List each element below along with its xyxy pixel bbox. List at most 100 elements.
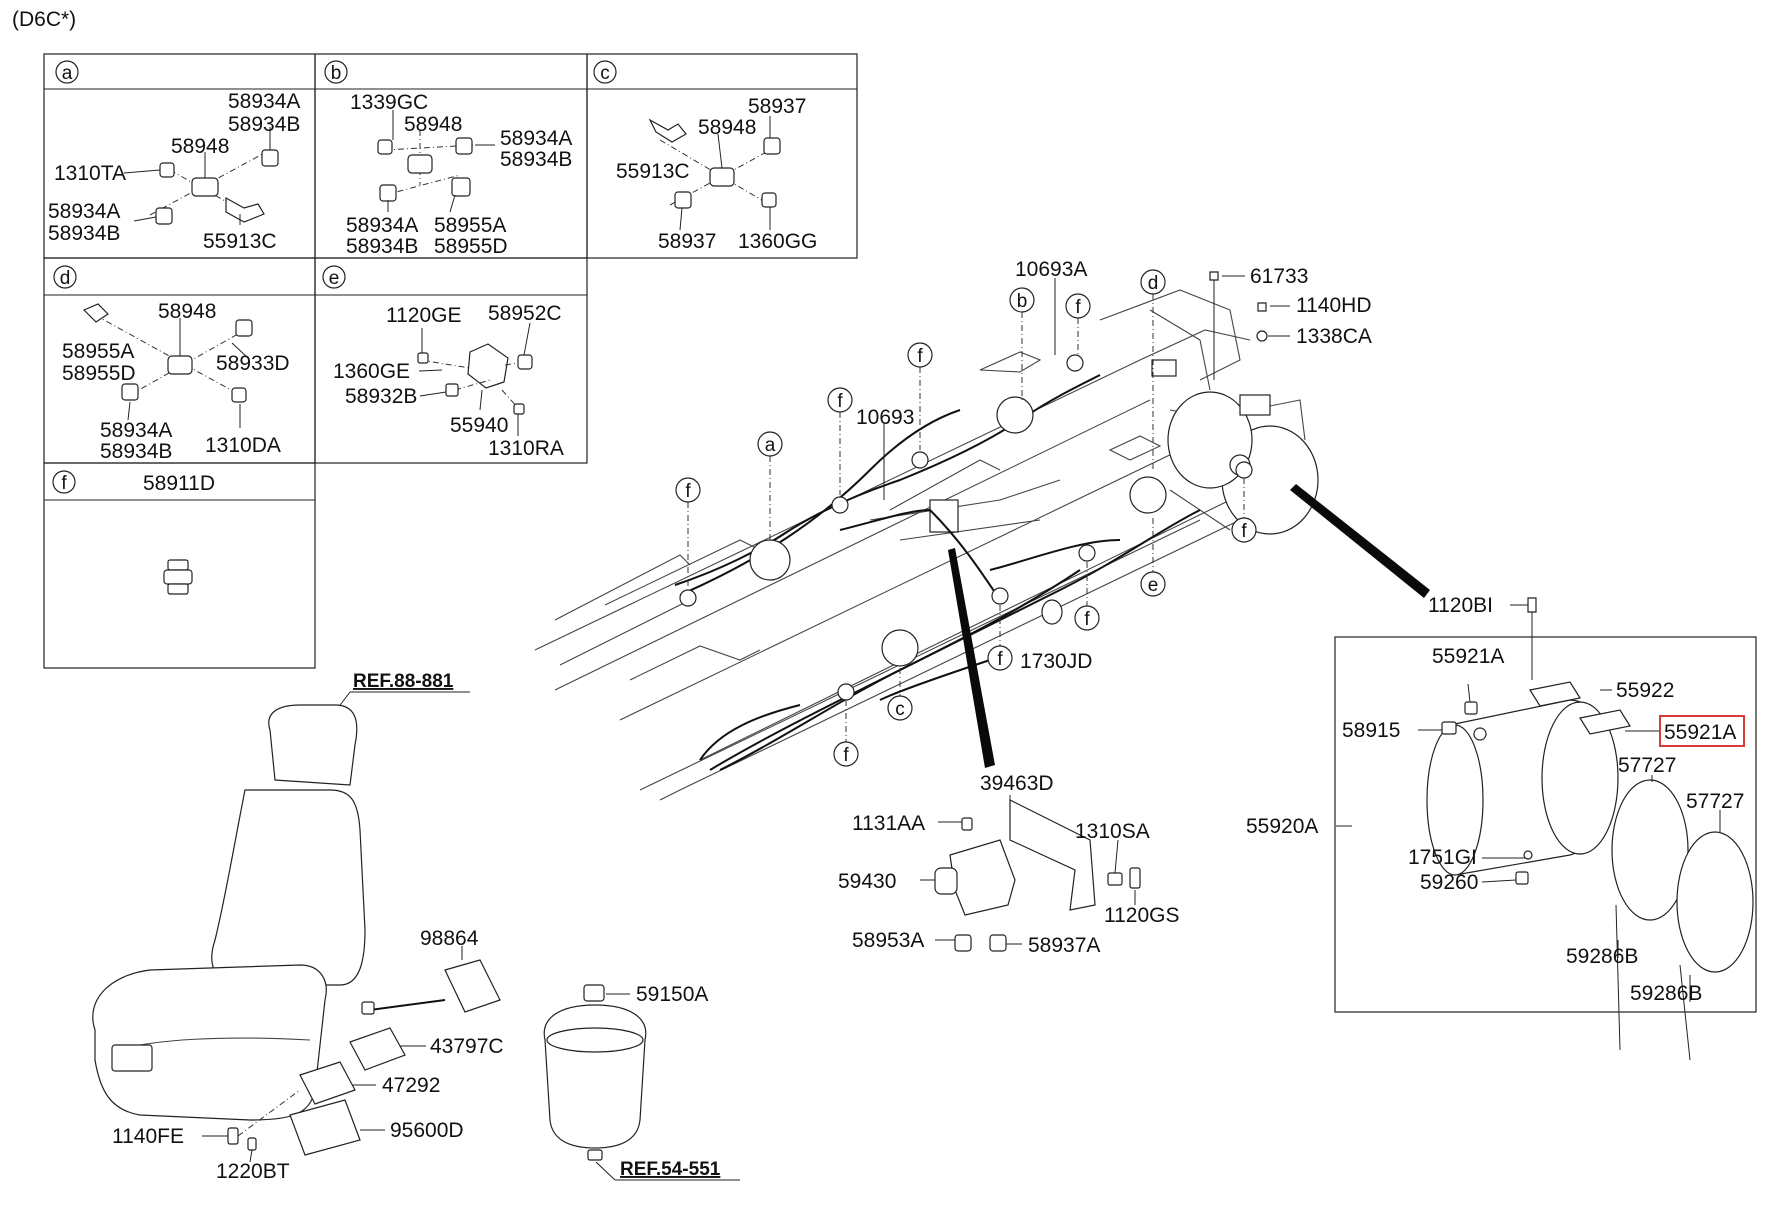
- frame-part-1120bi: 1120BI: [1428, 594, 1493, 617]
- callout-f-2: f: [917, 346, 923, 367]
- box-a-header: a: [55, 60, 79, 84]
- box-b-part-6: 58934B: [346, 235, 418, 258]
- valve-part-59430: 59430: [838, 870, 896, 893]
- box-c-letter: c: [600, 63, 610, 84]
- box-a-part-1: 58934A: [228, 90, 300, 113]
- pointer-to-tank: [1290, 484, 1430, 598]
- air-spring-group: 59150A REF.54-551: [543, 983, 740, 1181]
- box-d-part-4: 58933D: [216, 352, 290, 375]
- box-e-part-2: 58952C: [488, 302, 562, 325]
- seat-part-95600d: 95600D: [390, 1119, 464, 1142]
- frame-part-1338ca: 1338CA: [1296, 325, 1372, 348]
- box-a-part-4: 1310TA: [54, 162, 126, 185]
- tank-part-57727-2: 57727: [1686, 790, 1744, 813]
- box-e-letter: e: [329, 268, 340, 289]
- frame-part-labels: 10693A 61733 1140HD 1338CA 10693 1730JD …: [856, 258, 1530, 673]
- box-d-part-2: 58955A: [62, 340, 134, 363]
- frame-callouts: b f d f f a f f e f f c: [675, 269, 1257, 767]
- callout-b: b: [1017, 291, 1028, 312]
- callout-f-4: f: [685, 481, 691, 502]
- box-e-part-4: 58932B: [345, 385, 417, 408]
- tank-part-59286b-2: 59286B: [1630, 982, 1702, 1005]
- box-c-part-2: 58948: [698, 116, 756, 139]
- frame-part-10693a: 10693A: [1015, 258, 1087, 281]
- callout-f-5: f: [1241, 521, 1247, 542]
- tank-part-55921a-highlighted[interactable]: 55921A: [1664, 721, 1736, 744]
- seat-part-98864: 98864: [420, 927, 479, 950]
- valve-part-1131aa: 1131AA: [852, 812, 925, 835]
- box-e-parts: 1120GE 58952C 1360GE 58932B 55940 1310RA: [333, 302, 564, 460]
- air-lines: [674, 354, 1253, 771]
- box-d-part-7: 1310DA: [205, 434, 281, 457]
- frame-part-1140hd: 1140HD: [1296, 294, 1372, 317]
- valve-part-39463d: 39463D: [980, 772, 1054, 795]
- callout-f-1: f: [1075, 297, 1081, 318]
- chassis-frame: [534, 289, 1319, 801]
- tank-part-55922: 55922: [1616, 679, 1674, 702]
- box-e-part-3: 1360GE: [333, 360, 410, 383]
- callout-f-6: f: [1084, 609, 1090, 630]
- box-e-part-5: 55940: [450, 414, 508, 437]
- valve-part-1310sa: 1310SA: [1075, 820, 1150, 843]
- box-b-part-5: 58934A: [346, 214, 418, 237]
- seat-group: REF.88-881 98864 43797C 47292 1140FE 956…: [92, 671, 504, 1183]
- box-b-part-8: 58955D: [434, 235, 508, 258]
- seat-reference[interactable]: REF.88-881: [353, 671, 454, 692]
- seat-part-1140fe: 1140FE: [112, 1125, 184, 1148]
- model-code: (D6C*): [12, 8, 76, 31]
- box-c-part-5: 1360GG: [738, 230, 817, 253]
- box-e-header: e: [322, 265, 346, 289]
- box-d-parts: 58948 58955A 58955D 58933D 58934A 58934B…: [62, 300, 290, 463]
- box-f-header: f: [52, 470, 76, 494]
- seat-part-47292: 47292: [382, 1074, 440, 1097]
- air-spring-reference[interactable]: REF.54-551: [620, 1159, 721, 1180]
- box-a-parts: 58934A 58934B 58948 1310TA 58934A 58934B…: [48, 90, 300, 253]
- callout-f-7: f: [997, 649, 1003, 670]
- box-a-part-3: 58948: [171, 135, 229, 158]
- frame-part-10693: 10693: [856, 406, 914, 429]
- box-b-part-4: 58934B: [500, 148, 572, 171]
- box-f-part-1: 58911D: [143, 472, 215, 495]
- box-a-part-5: 58934A: [48, 200, 120, 223]
- box-a-letter: a: [62, 63, 73, 84]
- box-b-part-2: 58948: [404, 113, 462, 136]
- tank-part-59286b-1: 59286B: [1566, 945, 1638, 968]
- tank-part-59260: 59260: [1420, 871, 1478, 894]
- callout-f-3: f: [837, 391, 843, 412]
- seat-part-1220bt: 1220BT: [216, 1160, 290, 1183]
- box-c-part-1: 58937: [748, 95, 806, 118]
- valve-part-58953a: 58953A: [852, 929, 924, 952]
- box-b-letter: b: [331, 63, 342, 84]
- box-c-part-4: 58937: [658, 230, 716, 253]
- box-f-letter: f: [61, 473, 67, 494]
- box-b-part-3: 58934A: [500, 127, 572, 150]
- box-a-part-7: 55913C: [203, 230, 277, 253]
- tank-part-1751gi: 1751GI: [1408, 846, 1477, 869]
- box-d-part-3: 58955D: [62, 362, 136, 385]
- box-c-parts: 58937 58948 55913C 58937 1360GG: [616, 95, 817, 253]
- valve-part-58937a: 58937A: [1028, 934, 1100, 957]
- callout-f-8: f: [843, 745, 849, 766]
- box-d-letter: d: [60, 268, 71, 289]
- callout-a: a: [765, 435, 776, 456]
- seat-part-43797c: 43797C: [430, 1035, 504, 1058]
- box-b-part-7: 58955A: [434, 214, 506, 237]
- air-tank-box: 55921A 55922 58915 55921A 57727 57727 55…: [1246, 597, 1757, 1061]
- tank-part-58915: 58915: [1342, 719, 1400, 742]
- box-b-header: b: [324, 60, 348, 84]
- box-d-part-1: 58948: [158, 300, 216, 323]
- frame-part-1730jd: 1730JD: [1020, 650, 1092, 673]
- box-d-part-5: 58934A: [100, 419, 172, 442]
- box-d-header: d: [53, 265, 77, 289]
- tank-part-57727-1: 57727: [1618, 754, 1676, 777]
- box-c-header: c: [593, 60, 617, 84]
- box-f-parts: 58911D: [143, 472, 215, 595]
- box-a-part-6: 58934B: [48, 222, 120, 245]
- box-d-part-6: 58934B: [100, 440, 172, 463]
- box-a-part-2: 58934B: [228, 113, 300, 136]
- tank-part-55921a-1: 55921A: [1432, 645, 1504, 668]
- box-c-part-3: 55913C: [616, 160, 690, 183]
- pointer-to-valve: [948, 548, 995, 768]
- callout-e: e: [1148, 575, 1159, 596]
